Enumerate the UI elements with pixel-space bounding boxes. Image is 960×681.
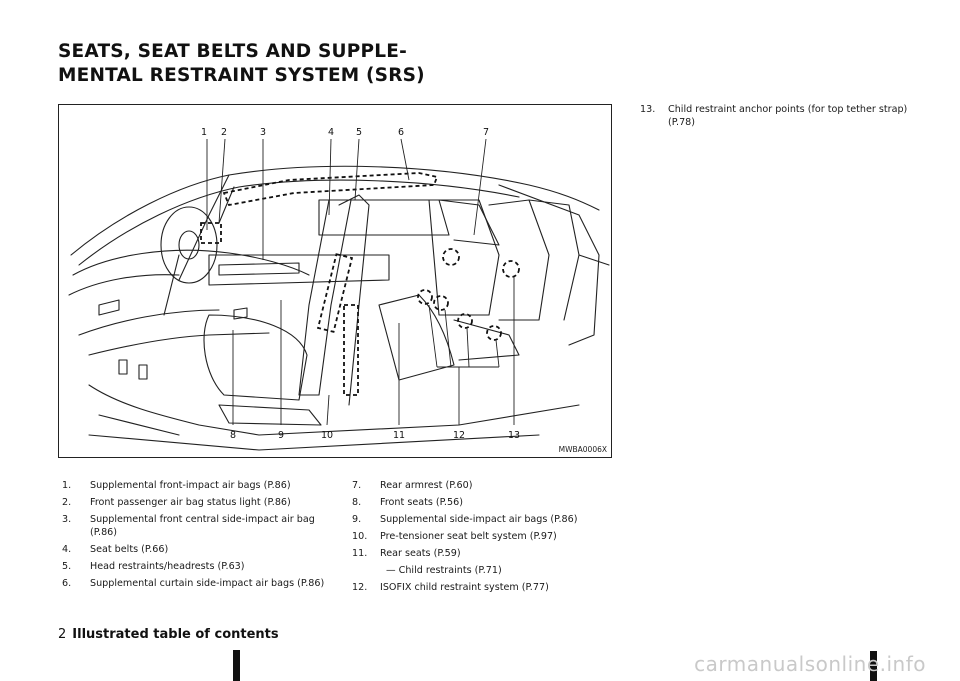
contents-list-left: 1. Supplemental front-impact air bags (P.… xyxy=(62,479,326,594)
page-title-line2: MENTAL RESTRAINT SYSTEM (SRS) xyxy=(58,65,425,86)
section-title: Illustrated table of contents xyxy=(72,627,279,642)
callout-13: 13 xyxy=(508,430,520,441)
callout-11: 11 xyxy=(393,430,405,441)
item-text: Rear seats (P.59) xyxy=(380,548,461,559)
item-number: 9. xyxy=(352,514,362,525)
item-number: 12. xyxy=(352,582,368,593)
item-text: Rear armrest (P.60) xyxy=(380,480,473,491)
callout-3: 3 xyxy=(260,127,266,138)
page-number: 2 xyxy=(58,627,67,642)
callout-6: 6 xyxy=(398,127,404,138)
callout-10: 10 xyxy=(321,430,333,441)
item-text: Child restraint anchor points (for top t… xyxy=(668,104,908,128)
list-item: 1. Supplemental front-impact air bags (P.… xyxy=(62,479,326,492)
item-text: Pre-tensioner seat belt system (P.97) xyxy=(380,531,557,542)
item-text: Supplemental front central side-impact a… xyxy=(90,514,315,538)
callout-12: 12 xyxy=(453,430,465,441)
list-item: 13. Child restraint anchor points (for to… xyxy=(640,103,916,129)
list-item: 11. Rear seats (P.59) — Child restraints (… xyxy=(352,547,616,577)
item-number: 3. xyxy=(62,514,72,525)
item-number: 11. xyxy=(352,548,368,559)
page-title: SEATS, SEAT BELTS AND SUPPLE- MENTAL RES… xyxy=(58,40,425,88)
list-item: 7. Rear armrest (P.60) xyxy=(352,479,616,492)
item-text: Supplemental curtain side-impact air bag… xyxy=(90,578,325,589)
list-item: 4. Seat belts (P.66) xyxy=(62,543,326,556)
item-number: 13. xyxy=(640,104,656,115)
car-interior-illustration: 1 2 3 4 5 6 7 8 9 10 11 12 13 MWBA0006X xyxy=(58,104,612,458)
callout-8: 8 xyxy=(230,430,236,441)
page-title-line1: SEATS, SEAT BELTS AND SUPPLE- xyxy=(58,41,407,62)
list-item: 8. Front seats (P.56) xyxy=(352,496,616,509)
page-footer: 2 Illustrated table of contents xyxy=(58,627,279,642)
contents-list-right: 13. Child restraint anchor points (for to… xyxy=(640,103,916,133)
item-text: Seat belts (P.66) xyxy=(90,544,169,555)
callout-4: 4 xyxy=(328,127,334,138)
item-text: Front passenger air bag status light (P.… xyxy=(90,497,291,508)
callout-9: 9 xyxy=(278,430,284,441)
item-number: 10. xyxy=(352,531,368,542)
item-text: Head restraints/headrests (P.63) xyxy=(90,561,245,572)
item-text: Supplemental side-impact air bags (P.86) xyxy=(380,514,578,525)
list-item: 6. Supplemental curtain side-impact air b… xyxy=(62,577,326,590)
item-text: Supplemental front-impact air bags (P.86… xyxy=(90,480,291,491)
list-item: 5. Head restraints/headrests (P.63) xyxy=(62,560,326,573)
item-number: 4. xyxy=(62,544,72,555)
tab-marker-right xyxy=(870,651,877,681)
interior-drawing: 1 2 3 4 5 6 7 8 9 10 11 12 13 xyxy=(68,127,610,451)
figure-code: MWBA0006X xyxy=(558,445,607,454)
callout-5: 5 xyxy=(356,127,362,138)
item-number: 2. xyxy=(62,497,72,508)
callout-7: 7 xyxy=(483,127,489,138)
list-item: 3. Supplemental front central side-impact… xyxy=(62,513,326,539)
item-text: Front seats (P.56) xyxy=(380,497,463,508)
list-item: 9. Supplemental side-impact air bags (P.8… xyxy=(352,513,616,526)
list-item: 2. Front passenger air bag status light (… xyxy=(62,496,326,509)
item-text: ISOFIX child restraint system (P.77) xyxy=(380,582,549,593)
callout-2: 2 xyxy=(221,127,227,138)
callout-1: 1 xyxy=(201,127,207,138)
item-number: 8. xyxy=(352,497,362,508)
contents-list-middle: 7. Rear armrest (P.60) 8. Front seats (P.5… xyxy=(352,479,616,598)
list-item: 10. Pre-tensioner seat belt system (P.97) xyxy=(352,530,616,543)
watermark: carmanualsonline.info xyxy=(694,652,926,676)
item-number: 7. xyxy=(352,480,362,491)
tab-marker-left xyxy=(233,650,240,681)
item-number: 6. xyxy=(62,578,72,589)
list-item: 12. ISOFIX child restraint system (P.77) xyxy=(352,581,616,594)
item-subtext: — Child restraints (P.71) xyxy=(386,565,502,576)
item-number: 1. xyxy=(62,480,72,491)
item-number: 5. xyxy=(62,561,72,572)
